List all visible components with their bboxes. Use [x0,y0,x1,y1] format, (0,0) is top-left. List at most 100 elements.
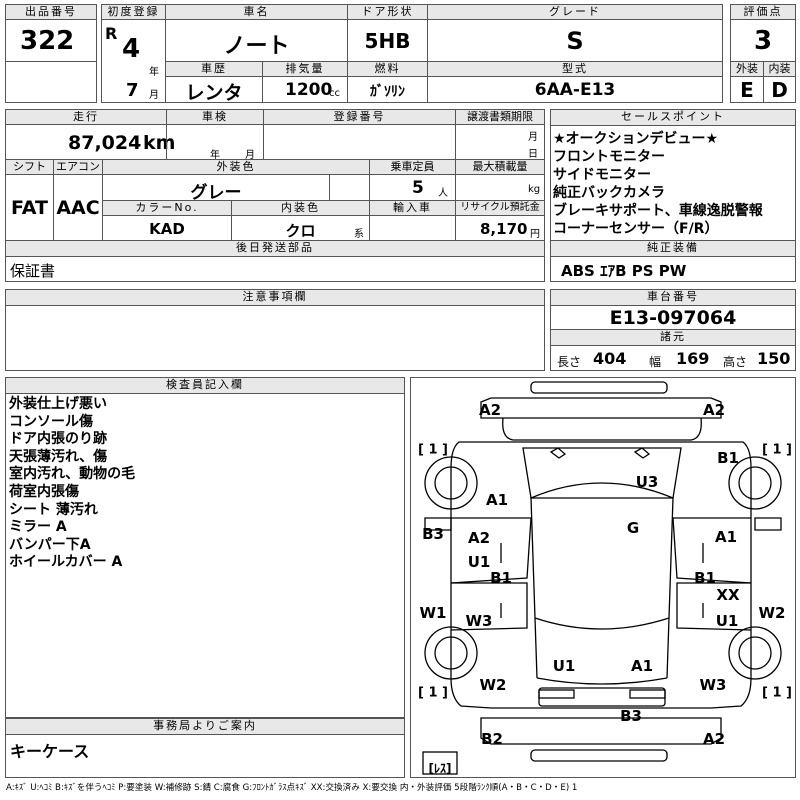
sales-point-item: 純正バックカメラ [553,185,665,201]
notes-label: 注意事項欄 [5,289,545,306]
damage-mark: A2 [478,401,502,419]
later-parts-cell: 保証書 [5,256,545,282]
damage-mark: A2 [702,401,726,419]
sales-point-item: ブレーキサポート、車線逸脱警報 [553,203,763,219]
spec-length-value: 404 [593,349,627,368]
fuel-value: ｶﾞｿﾘﾝ [370,84,405,100]
spec-height-value: 150 [757,349,791,368]
history-cell: レンタ [165,76,263,104]
aircon-cell: AAC [53,174,103,241]
damage-mark: B1 [694,569,716,587]
tire-reading-spare: [ﾚｽ] [428,761,452,776]
damage-mark: A2 [467,529,491,547]
tire-reading-front-left: [ 1 ] [418,442,448,458]
score-value: 3 [753,26,773,56]
inspector-item: 室内汚れ、動物の毛 [9,466,136,483]
max-load-unit: kg [528,184,541,195]
capacity-unit: 人 [438,188,448,199]
ext-color-cell: グレー [102,174,330,203]
inspector-item: コンソール傷 [9,413,93,430]
office-label: 事務局よりご案内 [5,718,405,735]
first-reg-label: 初度登録 [101,4,166,20]
door-label: ドア形状 [347,4,428,20]
max-load-cell: kg [455,174,545,201]
inspector-item: シート 薄汚れ [9,501,98,518]
lot-no-cell: 322 [5,19,97,62]
max-load-label: 最大積載量 [455,159,545,175]
equipment-cell: ABS ｴｱB PS PW [550,256,796,282]
aircon-label: エアコン [53,159,103,175]
damage-mark: W3 [465,612,493,630]
recycle-unit: 円 [530,229,540,240]
inspector-label: 検査員記入欄 [5,377,405,394]
shift-label: シフト [5,159,54,175]
displacement-unit: cc [329,88,340,99]
ext-color-extra [329,174,370,201]
import-cell [369,215,456,241]
score-cell: 3 [730,19,796,62]
color-no-cell: KAD [102,215,232,241]
car-name-label: 車名 [165,4,348,20]
door-value: 5HB [364,29,411,53]
inspector-item: ホイールカバー A [9,554,123,571]
sales-point-item: コーナーセンサー（F/R） [553,221,719,237]
damage-mark: XX [716,586,740,604]
displacement-value: 1200 [285,80,333,100]
lot-no-value: 322 [20,26,75,56]
spec-width-value: 169 [676,349,710,368]
equipment-label: 純正装備 [550,240,796,257]
tire-reading-rear-left: [ 1 ] [418,685,448,701]
color-no-value: KAD [149,220,185,238]
lot-no-label: 出品番号 [5,4,97,20]
ext-grade-value: E [740,78,754,102]
capacity-label: 乗車定員 [369,159,456,175]
history-label: 車歴 [165,61,263,77]
damage-mark: B3 [422,525,444,543]
aircon-value: AAC [56,197,100,219]
ext-grade-cell: E [730,76,764,103]
color-no-label: カラーNo. [102,200,232,216]
legend-text: A:ｷｽﾞ U:ﾍｺﾐ B:ｷｽﾞを伴うﾍｺﾐ P:要塗装 W:補修跡 S:錆 … [6,783,578,793]
transfer-label: 譲渡書類期限 [455,109,545,125]
int-color-unit: 系 [354,229,364,240]
reg-no-cell [263,124,456,160]
displacement-label: 排気量 [262,61,348,77]
transfer-day-unit: 日 [528,149,538,160]
model-value: 6AA-E13 [534,80,616,100]
capacity-cell: 5 人 [369,174,456,201]
car-name-cell: ノート [165,19,348,62]
model-cell: 6AA-E13 [427,76,723,103]
sales-point-item: ★オークションデビュー★ [553,131,719,147]
shift-value: FAT [11,197,48,219]
specs-cell: 長さ 404 幅 169 高さ 150 [550,345,796,371]
first-reg-month: 7 [126,80,139,101]
office-cell: キーケース [5,734,405,778]
history-value: レンタ [185,82,243,104]
damage-mark: B1 [717,449,739,467]
int-color-label: 内装色 [231,200,370,216]
inspector-cell: 外装仕上げ悪い コンソール傷 ドア内張のり跡 天張薄汚れ、傷 室内汚れ、動物の毛… [5,393,405,718]
car-outline [422,381,782,775]
ext-color-label: 外装色 [102,159,370,175]
sales-points-cell: ★オークションデビュー★ フロントモニター サイドモニター 純正バックカメラ ブ… [550,125,796,241]
spec-length-label: 長さ [557,355,582,369]
damage-mark: A1 [630,657,654,675]
sales-points-list: ★オークションデビュー★ フロントモニター サイドモニター 純正バックカメラ ブ… [553,130,763,238]
grade-cell: S [427,19,723,62]
tire-reading-rear-right: [ 1 ] [762,685,792,701]
first-reg-month-unit: 月 [149,90,159,101]
transfer-cell: 月 日 [455,124,545,160]
import-label: 輸入車 [369,200,456,216]
displacement-cell: 1200 cc [262,76,348,103]
first-reg-year-unit: 年 [149,67,159,78]
damage-mark: B1 [490,569,512,587]
shift-cell: FAT [5,174,54,241]
recycle-label: リサイクル預託金 [455,200,545,216]
ext-color-value: グレー [190,183,242,203]
damage-mark: A2 [702,730,726,748]
grade-value: S [566,27,584,55]
inspector-list: 外装仕上げ悪い コンソール傷 ドア内張のり跡 天張薄汚れ、傷 室内汚れ、動物の毛… [9,396,135,572]
specs-label: 諸元 [550,329,796,346]
fuel-label: 燃料 [347,61,428,77]
later-parts-label: 後日発送部品 [5,240,545,257]
